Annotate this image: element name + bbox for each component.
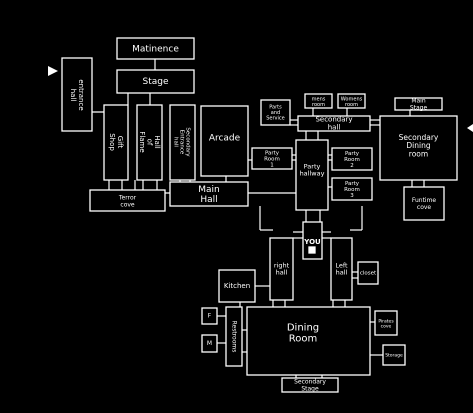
room-restroom-f[interactable]: F [201, 307, 218, 325]
room-label: HallofFlame [138, 131, 161, 152]
room-restrooms[interactable]: Restrooms [225, 306, 243, 367]
room-arcade[interactable]: Arcade [200, 105, 249, 177]
security-office-you[interactable]: YOU [302, 221, 323, 260]
room-kitchen[interactable]: Kitchen [218, 269, 256, 303]
room-label: Stage [142, 77, 168, 87]
square-icon [308, 246, 316, 254]
triangle-left-icon [467, 124, 473, 132]
room-label: Storage [385, 353, 403, 359]
room-entrance-hall[interactable]: entrancehall [61, 57, 93, 132]
room-stage[interactable]: Stage [116, 69, 195, 94]
room-label: Kitchen [224, 282, 250, 290]
room-label: Restrooms [231, 321, 238, 353]
room-label: SecondaryEntrancehall [173, 127, 191, 157]
you-label: YOU [303, 238, 321, 246]
room-label: M [207, 340, 212, 347]
room-label: Matinence [132, 45, 179, 55]
room-gift-shop[interactable]: GiftShop [103, 104, 129, 181]
room-secondary-entrance-hall[interactable]: SecondaryEntrancehall [169, 104, 196, 181]
room-label: closet [360, 271, 377, 277]
room-label: GiftShop [108, 133, 124, 151]
room-label: entrancehall [69, 79, 85, 110]
room-label: F [208, 313, 212, 320]
room-label: Arcade [209, 134, 241, 144]
room-storage[interactable]: Storage [382, 344, 406, 366]
room-matinence[interactable]: Matinence [116, 37, 195, 60]
triangle-right-icon [48, 66, 58, 76]
room-restroom-m[interactable]: M [201, 334, 218, 353]
room-hall-of-flame[interactable]: HallofFlame [136, 104, 163, 181]
room-closet[interactable]: closet [357, 261, 379, 285]
